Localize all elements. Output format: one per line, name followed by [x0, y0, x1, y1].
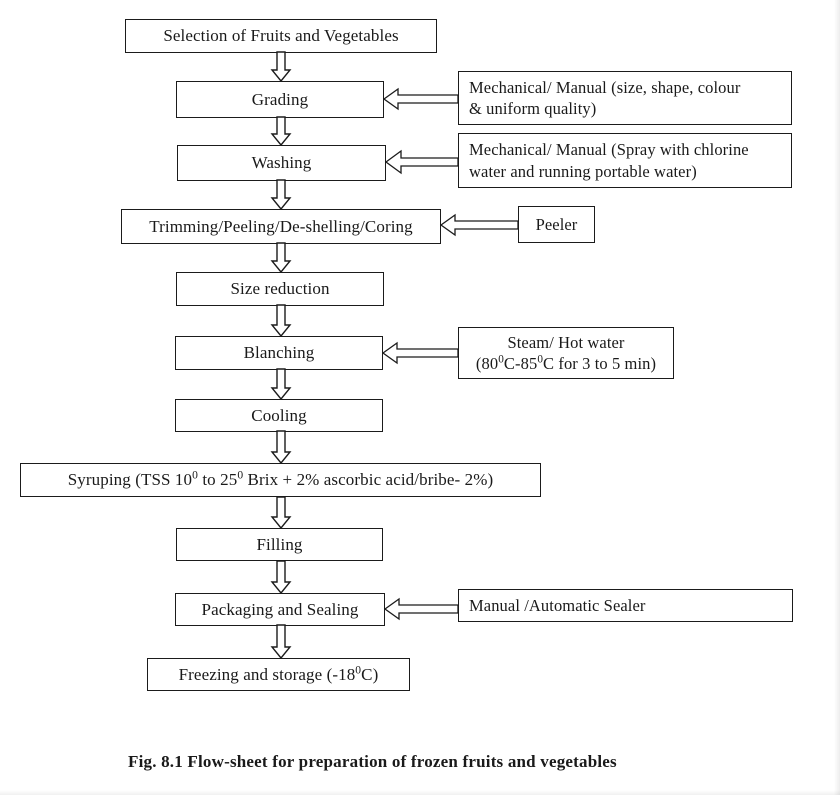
- arrow-syruping-to-filling: [270, 496, 292, 530]
- side-note-peeler-label: Peeler: [535, 214, 578, 234]
- side-note-blanching-label: Steam/ Hot water (800C-850C for 3 to 5 m…: [475, 332, 657, 373]
- arrow-filling-to-packaging: [270, 560, 292, 595]
- side-note-blanching: Steam/ Hot water (800C-850C for 3 to 5 m…: [458, 327, 674, 379]
- node-freezing: Freezing and storage (-180C): [147, 658, 410, 691]
- node-packaging: Packaging and Sealing: [175, 593, 385, 626]
- arrow-blanching-to-cooling: [270, 368, 292, 401]
- side-note-grading: Mechanical/ Manual (size, shape, colour …: [458, 71, 792, 125]
- node-blanching-label: Blanching: [243, 343, 315, 363]
- node-syruping: Syruping (TSS 100 to 250 Brix + 2% ascor…: [20, 463, 541, 497]
- arrow-sealer-to-packaging: [383, 597, 459, 621]
- node-size-reduction: Size reduction: [176, 272, 384, 306]
- arrow-peeler-to-trimming: [439, 213, 519, 237]
- node-washing-label: Washing: [251, 153, 312, 173]
- arrow-cooling-to-syruping: [270, 430, 292, 465]
- arrow-blanching-note-to-blanching: [381, 341, 459, 365]
- side-note-washing: Mechanical/ Manual (Spray with chlorine …: [458, 133, 792, 188]
- node-filling-label: Filling: [256, 534, 303, 554]
- arrow-trimming-to-size-reduction: [270, 242, 292, 274]
- node-trimming-label: Trimming/Peeling/De-shelling/Coring: [149, 216, 413, 236]
- node-size-reduction-label: Size reduction: [230, 279, 330, 299]
- arrow-washing-note-to-washing: [384, 149, 459, 175]
- figure-caption: Fig. 8.1 Flow-sheet for preparation of f…: [128, 752, 617, 771]
- node-blanching: Blanching: [175, 336, 383, 370]
- node-washing: Washing: [177, 145, 386, 181]
- side-note-sealer-label: Manual /Automatic Sealer: [469, 595, 646, 615]
- arrow-selection-to-grading: [270, 51, 292, 83]
- node-selection-label: Selection of Fruits and Vegetables: [163, 26, 399, 46]
- node-syruping-label: Syruping (TSS 100 to 250 Brix + 2% ascor…: [67, 468, 494, 490]
- side-note-peeler: Peeler: [518, 206, 595, 243]
- arrow-packaging-to-freezing: [270, 624, 292, 660]
- node-grading: Grading: [176, 81, 384, 118]
- node-packaging-label: Packaging and Sealing: [201, 599, 359, 619]
- node-grading-label: Grading: [251, 89, 309, 109]
- side-note-grading-label: Mechanical/ Manual (size, shape, colour …: [469, 77, 741, 118]
- node-cooling: Cooling: [175, 399, 383, 432]
- node-filling: Filling: [176, 528, 383, 561]
- arrow-washing-to-trimming: [270, 179, 292, 211]
- arrow-size-reduction-to-blanching: [270, 304, 292, 338]
- node-freezing-label: Freezing and storage (-180C): [178, 662, 379, 684]
- side-note-sealer: Manual /Automatic Sealer: [458, 589, 793, 622]
- node-cooling-label: Cooling: [251, 405, 307, 425]
- node-trimming: Trimming/Peeling/De-shelling/Coring: [121, 209, 441, 244]
- node-selection: Selection of Fruits and Vegetables: [125, 19, 437, 53]
- side-note-washing-label: Mechanical/ Manual (Spray with chlorine …: [469, 140, 749, 181]
- arrow-grading-note-to-grading: [382, 87, 459, 111]
- arrow-grading-to-washing: [270, 116, 292, 147]
